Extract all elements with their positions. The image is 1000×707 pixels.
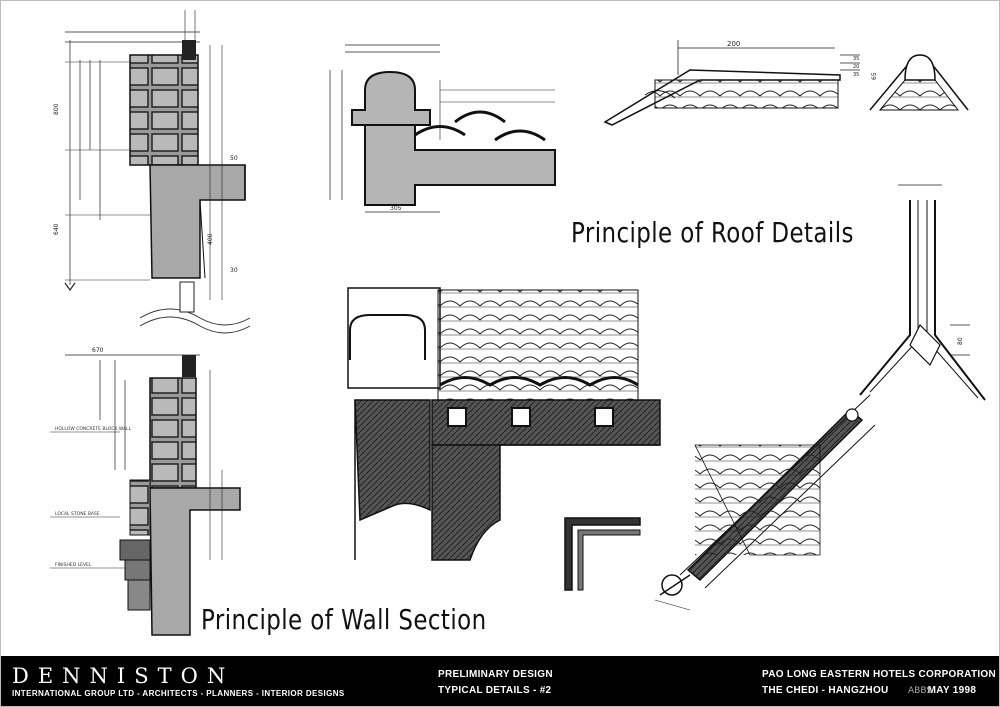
note-stone-base: LOCAL STONE BASE [55,511,100,517]
firm-subtitle: INTERNATIONAL GROUP LTD - ARCHITECTS - P… [12,689,345,698]
svg-text:30: 30 [230,267,238,274]
dim-200: 200 [727,40,740,48]
svg-text:800: 800 [53,103,60,115]
svg-text:400: 400 [207,233,214,245]
svg-text:50: 50 [230,155,238,162]
ridge-eave-detail: 305 [329,44,556,213]
lower-wall-section: 670 HOLLOW CONCRETE BLOCK WALL LOCAL STO… [50,347,241,636]
dim-35b: 35 [853,72,859,78]
sheet-label: TYPICAL DETAILS - #2 [438,685,552,696]
eave-perspective-sketch [347,287,661,591]
project-date-line: THE CHEDI - HANGZHOU MAY 1998 [762,685,976,696]
dim-80: 80 [957,337,964,345]
watermark: ABBS [908,686,933,696]
upper-wall-section: 800 640 400 50 30 [53,10,251,334]
wall-section-title: Principle of Wall Section [201,603,487,636]
note-hollow-block: HOLLOW CONCRETE BLOCK WALL [55,426,132,432]
dim-35a: 35 [853,56,859,62]
client-label: PAO LONG EASTERN HOTELS CORPORATION [762,669,997,680]
dim-305: 305 [390,205,402,212]
architectural-drawings: 800 640 400 50 30 670 [50,10,986,636]
project-label: THE CHEDI - HANGZHOU [762,685,889,696]
roof-elevation: 200 35 20 35 65 [603,40,969,126]
roof-details-title: Principle of Roof Details [571,216,854,249]
dim-65: 65 [871,72,878,80]
valley-ridge-detail: 80 [654,184,986,611]
dim-670: 670 [92,347,104,354]
title-block: DENNISTON INTERNATIONAL GROUP LTD - ARCH… [0,656,1000,707]
dim-20: 20 [853,64,859,70]
note-finished-level: FINISHED LEVEL [55,562,92,568]
date-label: MAY 1998 [927,685,977,696]
firm-logo-text: DENNISTON [12,664,235,688]
svg-text:640: 640 [53,223,60,235]
stage-label: PRELIMINARY DESIGN [438,669,553,680]
